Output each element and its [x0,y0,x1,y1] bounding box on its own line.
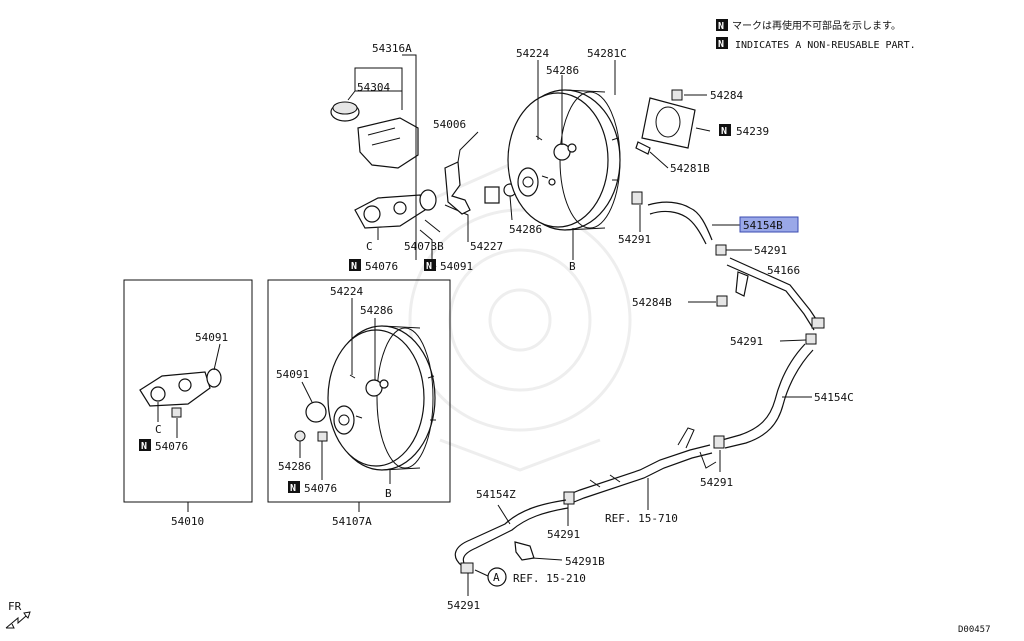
notice-english: INDICATES A NON-REUSABLE PART. [735,40,916,51]
master-cylinder-assembly [330,101,441,233]
label-54227: 54227 [470,240,503,253]
svg-text:54076: 54076 [365,260,398,273]
label-box1-54091: 54091 [195,331,228,344]
gasket-54239 [641,97,696,149]
label-54291-e: 54291 [547,528,580,541]
notice-japanese: マークは再使用不可部品を示します。 [732,19,901,32]
svg-text:N: N [290,483,296,494]
label-54291-a: 54291 [618,233,651,246]
vacuum-hose-54154Z [454,499,569,574]
vacuum-pipe-lower [569,427,717,503]
label-54316A: 54316A [372,42,412,55]
ref-circle-label: A [493,571,500,584]
label-54281B: 54281B [670,162,710,175]
label-54291-b: 54291 [754,244,787,257]
svg-text:54076: 54076 [155,440,188,453]
master-cylinder-small [139,368,222,418]
label-ref-15-210: REF. 15-210 [513,572,586,585]
label-box1-c: C [155,423,162,436]
nut-54284 [671,89,683,101]
vacuum-hose-54154C [713,343,814,449]
label-54291-f: 54291 [447,599,480,612]
label-54286-top: 54286 [546,64,579,77]
front-arrow-icon: FR [5,600,31,629]
label-c-top: C [366,240,373,253]
label-54154C: 54154C [814,391,854,404]
vacuum-hose-54154B [631,191,727,256]
label-54281C: 54281C [587,47,627,60]
svg-text:54076: 54076 [304,482,337,495]
ref-circle-a [487,567,507,587]
clevis-54227 [484,186,500,204]
label-box2-54224: 54224 [330,285,363,298]
svg-text:N: N [721,126,727,137]
label-54006: 54006 [433,118,466,131]
brake-booster-top [507,89,621,231]
label-54284: 54284 [710,89,743,102]
label-box2-b: B [385,487,392,500]
diagram-code: D00457 [958,625,991,635]
svg-text:FR: FR [8,600,22,613]
label-54224-top: 54224 [516,47,549,60]
label-box2-54286b: 54286 [278,460,311,473]
label-box2-54091: 54091 [276,368,309,381]
label-54073B: 54073B [404,240,444,253]
label-54239: N 54239 [719,124,769,138]
label-54154B: 54154B [743,219,783,232]
svg-text:N: N [141,441,147,452]
label-box2-54286: 54286 [360,304,393,317]
title-54107A: 54107A [332,515,372,528]
svg-text:N: N [718,21,724,32]
brake-booster-boxed [294,325,436,471]
label-box1-54076: N 54076 [139,439,188,453]
notice-legend: N マークは再使用不可部品を示します。 N INDICATES A NON-RE… [716,19,916,51]
check-valve-54291B [514,541,535,561]
vacuum-pipe-54166 [726,257,825,331]
svg-text:54239: 54239 [736,125,769,138]
label-54304: 54304 [357,81,390,94]
label-54076-top: N 54076 [349,259,398,273]
bracket-54006 [444,161,471,215]
bolt-54281B [635,141,651,155]
svg-text:N: N [718,39,724,50]
label-54286-mid: 54286 [509,223,542,236]
label-54166: 54166 [767,264,800,277]
label-ref-15-710: REF. 15-710 [605,512,678,525]
label-54091-top: N 54091 [424,259,473,273]
label-b-top: B [569,260,576,273]
clamp-54291-c [805,333,817,345]
nut-54284B [716,295,728,307]
label-54291-c: 54291 [730,335,763,348]
label-box2-54076: N 54076 [288,481,337,495]
label-54154Z: 54154Z [476,488,516,501]
clamp-54291-e [563,491,575,505]
label-54291-d: 54291 [700,476,733,489]
svg-text:54091: 54091 [440,260,473,273]
svg-text:N: N [351,261,357,272]
svg-text:N: N [426,261,432,272]
title-54010: 54010 [171,515,204,528]
highlight-54154B [739,216,799,233]
label-54284B: 54284B [632,296,672,309]
label-54291B: 54291B [565,555,605,568]
